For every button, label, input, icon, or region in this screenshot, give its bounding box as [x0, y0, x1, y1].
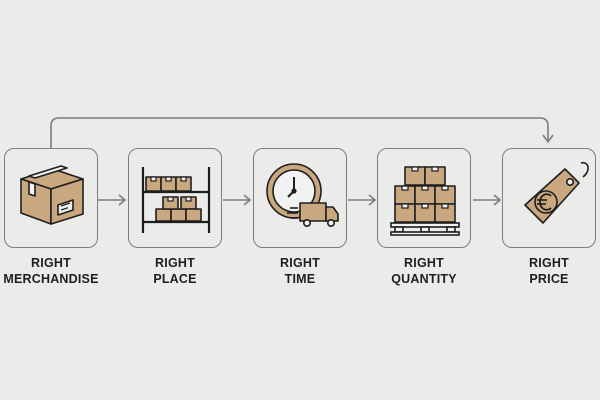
- step-time-box: [253, 148, 347, 248]
- arrow-3-head: [368, 194, 377, 206]
- label-line2: QUANTITY: [391, 272, 457, 286]
- label-line2: PLACE: [153, 272, 197, 286]
- label-line2: PRICE: [529, 272, 569, 286]
- step-place-box: [128, 148, 222, 248]
- step-merchandise-label: RIGHT MERCHANDISE: [0, 255, 116, 287]
- step-quantity-label: RIGHT QUANTITY: [359, 255, 489, 287]
- warehouse-shelf-icon: [141, 167, 211, 233]
- step-price-label: RIGHT PRICE: [484, 255, 600, 287]
- loop-arrowhead: [542, 134, 554, 144]
- arrow-2-head: [243, 194, 252, 206]
- label-line1: RIGHT: [280, 256, 320, 270]
- cardboard-box-icon: [20, 165, 84, 225]
- label-line2: TIME: [284, 272, 316, 286]
- step-quantity-box: [377, 148, 471, 248]
- arrow-4-head: [493, 194, 502, 206]
- step-place-label: RIGHT PLACE: [110, 255, 240, 287]
- clock-truck-icon: [266, 163, 339, 228]
- label-line1: RIGHT: [155, 256, 195, 270]
- label-line1: RIGHT: [529, 256, 569, 270]
- step-merchandise-box: [4, 148, 98, 248]
- arrow-1-head: [118, 194, 127, 206]
- label-line2: MERCHANDISE: [3, 272, 99, 286]
- pallet-boxes-icon: [390, 166, 460, 236]
- loop-arrow-line: [50, 117, 549, 148]
- label-line1: RIGHT: [404, 256, 444, 270]
- step-time-label: RIGHT TIME: [235, 255, 365, 287]
- step-price-box: [502, 148, 596, 248]
- euro-price-tag-icon: [524, 161, 589, 224]
- label-line1: RIGHT: [31, 256, 71, 270]
